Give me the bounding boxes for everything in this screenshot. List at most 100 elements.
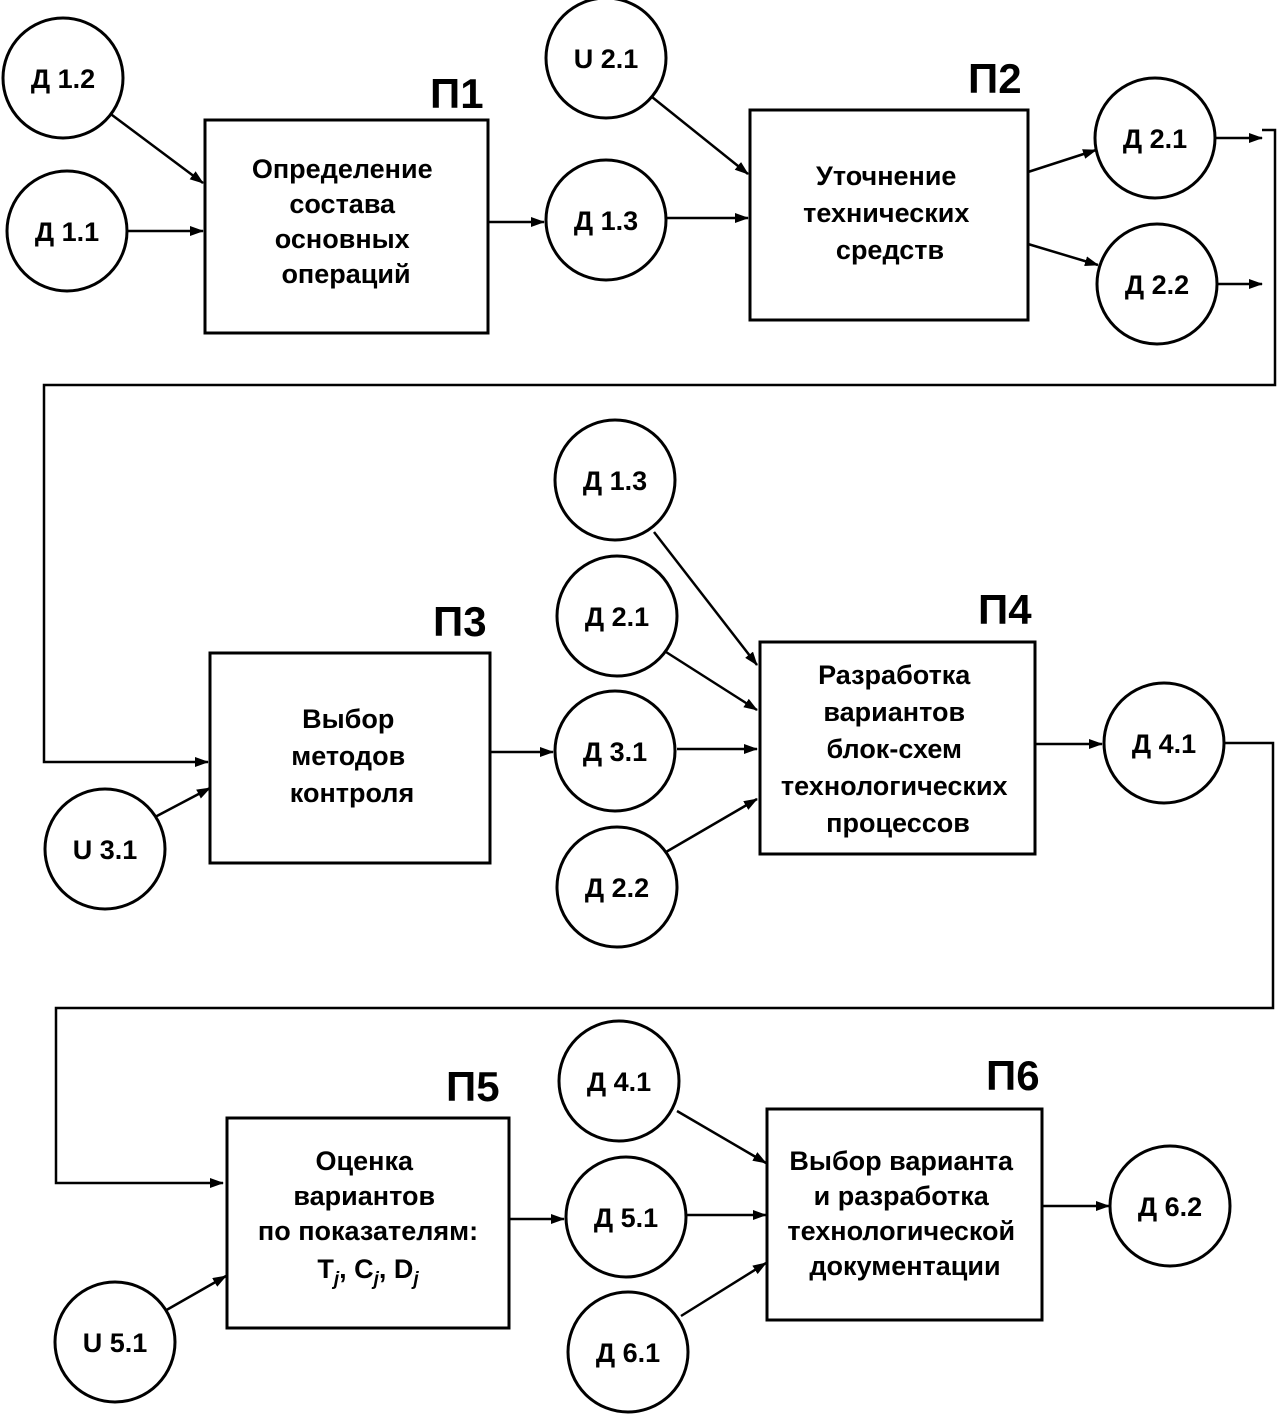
data-node-d22a-label: Д 2.2 — [1125, 270, 1189, 300]
control-node-u51-circle — [53, 1280, 177, 1404]
process-box-p6: П6 Выбор варианта и разработка технологи… — [765, 1052, 1044, 1322]
process-box-p5-line: по показателям: — [258, 1216, 478, 1246]
process-box-p1-line: Определение — [252, 154, 433, 184]
process-box-p5-line: вариантов — [293, 1181, 435, 1211]
data-node-d51: Д 5.1 — [564, 1155, 688, 1279]
process-box-p2-line: технических — [803, 198, 969, 228]
process-box-p6-label: П6 — [986, 1052, 1040, 1099]
data-node-d31: Д 3.1 — [553, 689, 677, 813]
edge-p2-d21 — [1027, 148, 1097, 174]
data-node-d21a: Д 2.1 — [1093, 76, 1217, 200]
control-node-u21-label: U 2.1 — [574, 44, 639, 74]
data-node-d62-circle — [1108, 1144, 1232, 1268]
process-box-p6-line: и разработка — [814, 1181, 990, 1211]
edge-row2-to-p5 — [54, 741, 1275, 1188]
process-box-p3-line: методов — [291, 741, 405, 771]
formula-subscript: j — [331, 1269, 340, 1290]
process-box-p1-frame — [203, 118, 490, 335]
process-box-p3-line: контроля — [290, 778, 414, 808]
process-box-p3-line: Выбор — [302, 704, 394, 734]
control-node-u21: U 2.1 — [544, 0, 668, 120]
process-box-p4: П4 Разработка вариантов блок-схем технол… — [758, 586, 1037, 856]
process-box-p1-line: основных — [275, 224, 410, 254]
process-box-p2-label: П2 — [968, 55, 1022, 102]
data-node-d21b-circle — [555, 554, 679, 678]
data-node-d12-circle — [1, 16, 125, 140]
edge-d21b-p4 — [665, 650, 758, 712]
data-node-d21a-label: Д 2.1 — [1123, 124, 1187, 154]
control-node-u31-label: U 3.1 — [73, 835, 138, 865]
data-node-d13a-label: Д 1.3 — [574, 206, 638, 236]
data-node-d62-label: Д 6.2 — [1138, 1192, 1202, 1222]
process-box-p3-text: Выбор методов контроля — [290, 704, 414, 808]
data-node-d13a: Д 1.3 — [544, 158, 668, 282]
control-node-u31: U 3.1 — [43, 787, 167, 911]
data-node-d22b: Д 2.2 — [555, 825, 679, 949]
formula-subscript: j — [410, 1269, 419, 1290]
data-node-d51-label: Д 5.1 — [594, 1203, 658, 1233]
process-box-p2-text: Уточнение технических средств — [803, 161, 977, 265]
data-node-d62: Д 6.2 — [1108, 1144, 1232, 1268]
data-node-d13b: Д 1.3 — [553, 418, 677, 542]
data-node-d11: Д 1.1 — [5, 169, 129, 293]
control-node-u21-circle — [544, 0, 668, 120]
process-box-p2-frame — [748, 108, 1030, 322]
data-node-d22a: Д 2.2 — [1095, 222, 1219, 346]
process-box-p4-frame — [758, 640, 1037, 856]
process-box-p4-line: вариантов — [823, 697, 965, 727]
data-node-d22b-label: Д 2.2 — [585, 873, 649, 903]
data-node-d31-circle — [553, 689, 677, 813]
data-node-d41a-circle — [1102, 681, 1226, 805]
process-box-p6-text: Выбор варианта и разработка технологичес… — [787, 1146, 1022, 1281]
process-box-p2-line: средств — [836, 235, 944, 265]
process-box-p1-label: П1 — [430, 70, 484, 117]
process-box-p2-line: Уточнение — [816, 161, 956, 191]
process-box-p4-line: Разработка — [818, 660, 971, 690]
process-box-p5-line: Оценка — [316, 1146, 414, 1176]
process-box-p3: П3 Выбор методов контроля — [208, 598, 492, 865]
data-node-d11-label: Д 1.1 — [35, 217, 99, 247]
process-box-p5-label: П5 — [446, 1063, 500, 1110]
process-box-p4-line: технологических — [781, 771, 1008, 801]
data-node-d41b: Д 4.1 — [557, 1019, 681, 1143]
process-box-p4-line: процессов — [826, 808, 970, 838]
edge-d22b-p4 — [665, 797, 758, 854]
data-node-d31-label: Д 3.1 — [583, 737, 647, 767]
data-node-d11-circle — [5, 169, 129, 293]
process-box-p6-frame — [765, 1107, 1044, 1322]
data-node-d41b-label: Д 4.1 — [587, 1067, 651, 1097]
formula-symbol-c: C — [354, 1254, 374, 1284]
data-node-d13b-label: Д 1.3 — [583, 466, 647, 496]
data-node-d22a-circle — [1095, 222, 1219, 346]
edge-d41b-p6 — [676, 1109, 767, 1165]
process-box-p6-line: технологической — [787, 1216, 1015, 1246]
process-box-p4-label: П4 — [978, 586, 1032, 633]
process-box-p5-frame — [225, 1116, 511, 1330]
data-node-d41a: Д 4.1 — [1102, 681, 1226, 805]
data-node-d51-circle — [564, 1155, 688, 1279]
process-box-p4-line: блок-схем — [827, 734, 962, 764]
data-node-d61-circle — [566, 1290, 690, 1414]
edge-u21-p2 — [651, 96, 749, 175]
formula-separator: , — [339, 1254, 354, 1284]
edge-d12-p1 — [107, 110, 204, 185]
edge-row1-to-p3 — [42, 128, 1277, 767]
formula-symbol-t: T — [317, 1254, 334, 1284]
data-node-d21b-label: Д 2.1 — [585, 602, 649, 632]
process-box-p1-line: операций — [281, 259, 410, 289]
process-box-p1-line: состава — [289, 189, 396, 219]
data-node-d22b-circle — [555, 825, 679, 949]
data-node-d21b: Д 2.1 — [555, 554, 679, 678]
data-node-d41b-circle — [557, 1019, 681, 1143]
edge-u51-p5 — [162, 1274, 227, 1314]
control-node-u51-label: U 5.1 — [83, 1328, 148, 1358]
process-box-p3-frame — [208, 651, 492, 865]
edge-p2-d22 — [1027, 242, 1099, 267]
process-box-p1-text: Определение состава основных операций — [252, 154, 440, 289]
process-box-p5-text: Оценка вариантов по показателям: — [258, 1146, 478, 1246]
process-box-p5: П5 Оценка вариантов по показателям: Tj, … — [225, 1063, 511, 1330]
process-box-p3-label: П3 — [433, 598, 487, 645]
process-box-p6-line: документации — [809, 1251, 1000, 1281]
data-node-d21a-circle — [1093, 76, 1217, 200]
